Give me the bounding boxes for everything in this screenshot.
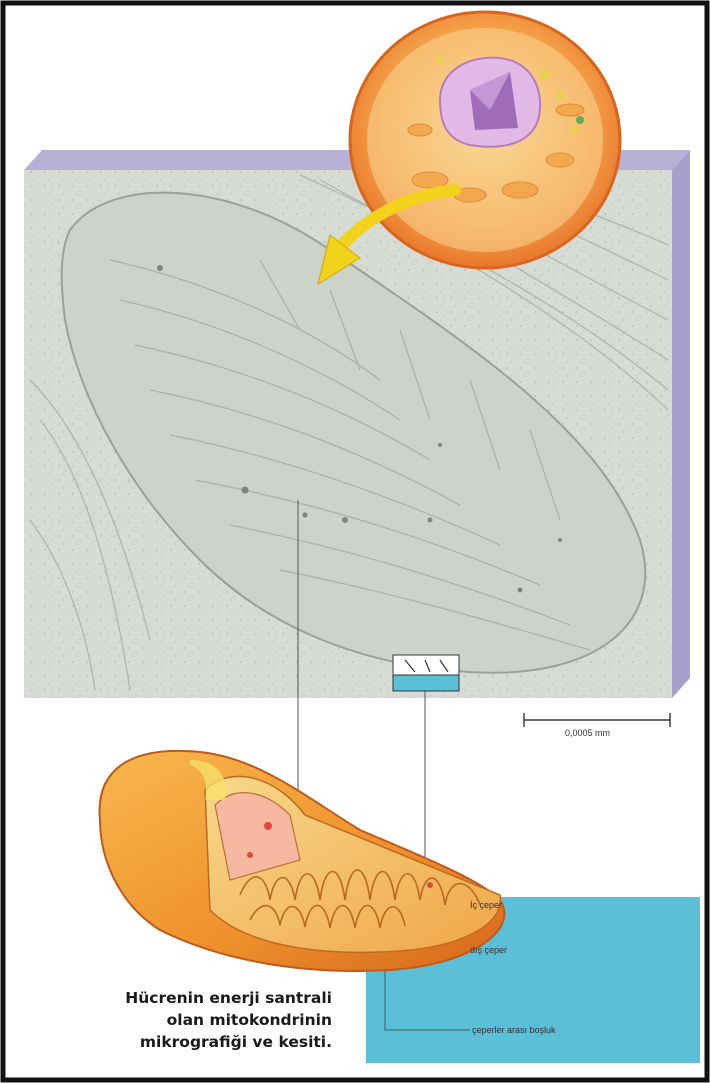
label-outer-wall: dış çeper — [470, 945, 507, 955]
micrograph-slab-side — [672, 150, 690, 698]
caption-line-2: olan mitokondrinin — [72, 1009, 332, 1031]
scale-bar-label: 0,0005 mm — [565, 728, 610, 738]
label-intermembrane-space: çeperler arası boşluk — [472, 1025, 556, 1035]
cell-illustration — [350, 12, 620, 268]
caption-line-1: Hücrenin enerji santrali — [72, 987, 332, 1009]
caption-line-3: mikrografiği ve kesiti. — [72, 1031, 332, 1053]
caption: Hücrenin enerji santrali olan mitokondri… — [72, 987, 332, 1053]
label-inner-wall: İç çeper — [470, 900, 502, 910]
selection-box — [393, 655, 459, 691]
